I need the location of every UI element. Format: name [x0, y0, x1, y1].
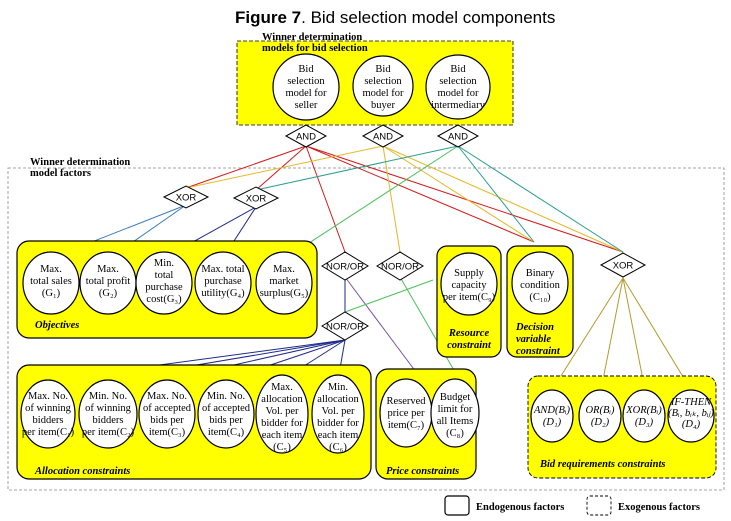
svg-text:XOR: XOR [176, 193, 197, 204]
svg-text:NOR/OR: NOR/OR [326, 322, 364, 333]
objectives-group: Objectives Max.total sales(G₁) Max.total… [16, 240, 318, 339]
svg-text:AND: AND [296, 132, 316, 143]
nor-or-gate-3: NOR/OR [321, 311, 369, 341]
svg-text:NOR/OR: NOR/OR [381, 262, 419, 273]
constraint-d4: IF-THEN(Bᵢ, bᵢₖ, bᵢⱼ)(D₄) [667, 389, 715, 443]
xor-gate-2: XOR [232, 186, 280, 210]
objective-g1: Max.total sales(G₁) [22, 251, 80, 315]
svg-text:XOR: XOR [613, 261, 634, 272]
objective-g2: Max.total profit(G₂) [79, 251, 137, 315]
xor-gate-3: XOR [599, 252, 647, 278]
xor-gate-1: XOR [162, 185, 210, 209]
svg-text:Bid requirements constraints: Bid requirements constraints [539, 459, 665, 470]
constraint-d2: OR(Bᵢ)(D₂) [578, 389, 622, 443]
svg-text:AND: AND [373, 132, 393, 143]
svg-text:NOR/OR: NOR/OR [326, 262, 364, 273]
svg-text:XOR: XOR [246, 194, 267, 205]
factors-label-2: model factors [30, 168, 91, 179]
nor-or-gate-2: NOR/OR [376, 251, 424, 281]
legend-exogenous-label: Exogenous factors [618, 502, 700, 513]
legend-exogenous-swatch [586, 495, 612, 516]
winner-models-label-2: models for bid selection [262, 43, 368, 54]
svg-text:AND(Bᵢ)(D₁): AND(Bᵢ)(D₁) [533, 405, 571, 428]
nor-or-gate-1: NOR/OR [321, 251, 369, 281]
legend: Endogenous factors Exogenous factors [444, 495, 700, 516]
svg-text:IF-THEN(Bᵢ, bᵢₖ, bᵢⱼ)(D₄): IF-THEN(Bᵢ, bᵢₖ, bᵢⱼ)(D₄) [668, 397, 714, 430]
svg-text:AND: AND [448, 132, 468, 143]
figure-title: Figure 7. Bid selection model components [235, 8, 555, 27]
and-gate-buyer: AND [361, 124, 405, 148]
svg-text:Max.total sales(G₁): Max.total sales(G₁) [30, 264, 72, 299]
winner-models-label-1: Winner determination [262, 32, 362, 43]
legend-endogenous-label: Endogenous factors [476, 502, 564, 513]
svg-text:Price constraints: Price constraints [386, 466, 459, 477]
constraint-d3: XOR(Bᵢ)(D₃) [622, 389, 666, 443]
svg-text:Objectives: Objectives [35, 320, 79, 331]
factors-label-1: Winner determination [30, 157, 130, 168]
factors-frame [7, 167, 725, 491]
svg-text:Max.total profit(G₂): Max.total profit(G₂) [86, 264, 131, 299]
connectors [47, 145, 692, 391]
svg-text:XOR(Bᵢ)(D₃): XOR(Bᵢ)(D₃) [625, 405, 662, 428]
constraint-d1: AND(Bᵢ)(D₁) [530, 389, 574, 443]
svg-text:Allocation constraints: Allocation constraints [34, 466, 130, 477]
and-gate-intermediary: AND [436, 124, 480, 148]
and-gate-seller: AND [284, 124, 328, 148]
legend-endogenous-swatch [444, 495, 470, 516]
allocation-constraints-group: Allocation constraints Max. No.of winnin… [16, 364, 372, 480]
bid-requirements-group: Bid requirements constraints AND(Bᵢ)(D₁)… [527, 375, 717, 479]
svg-text:OR(Bᵢ)(D₂): OR(Bᵢ)(D₂) [585, 405, 615, 428]
